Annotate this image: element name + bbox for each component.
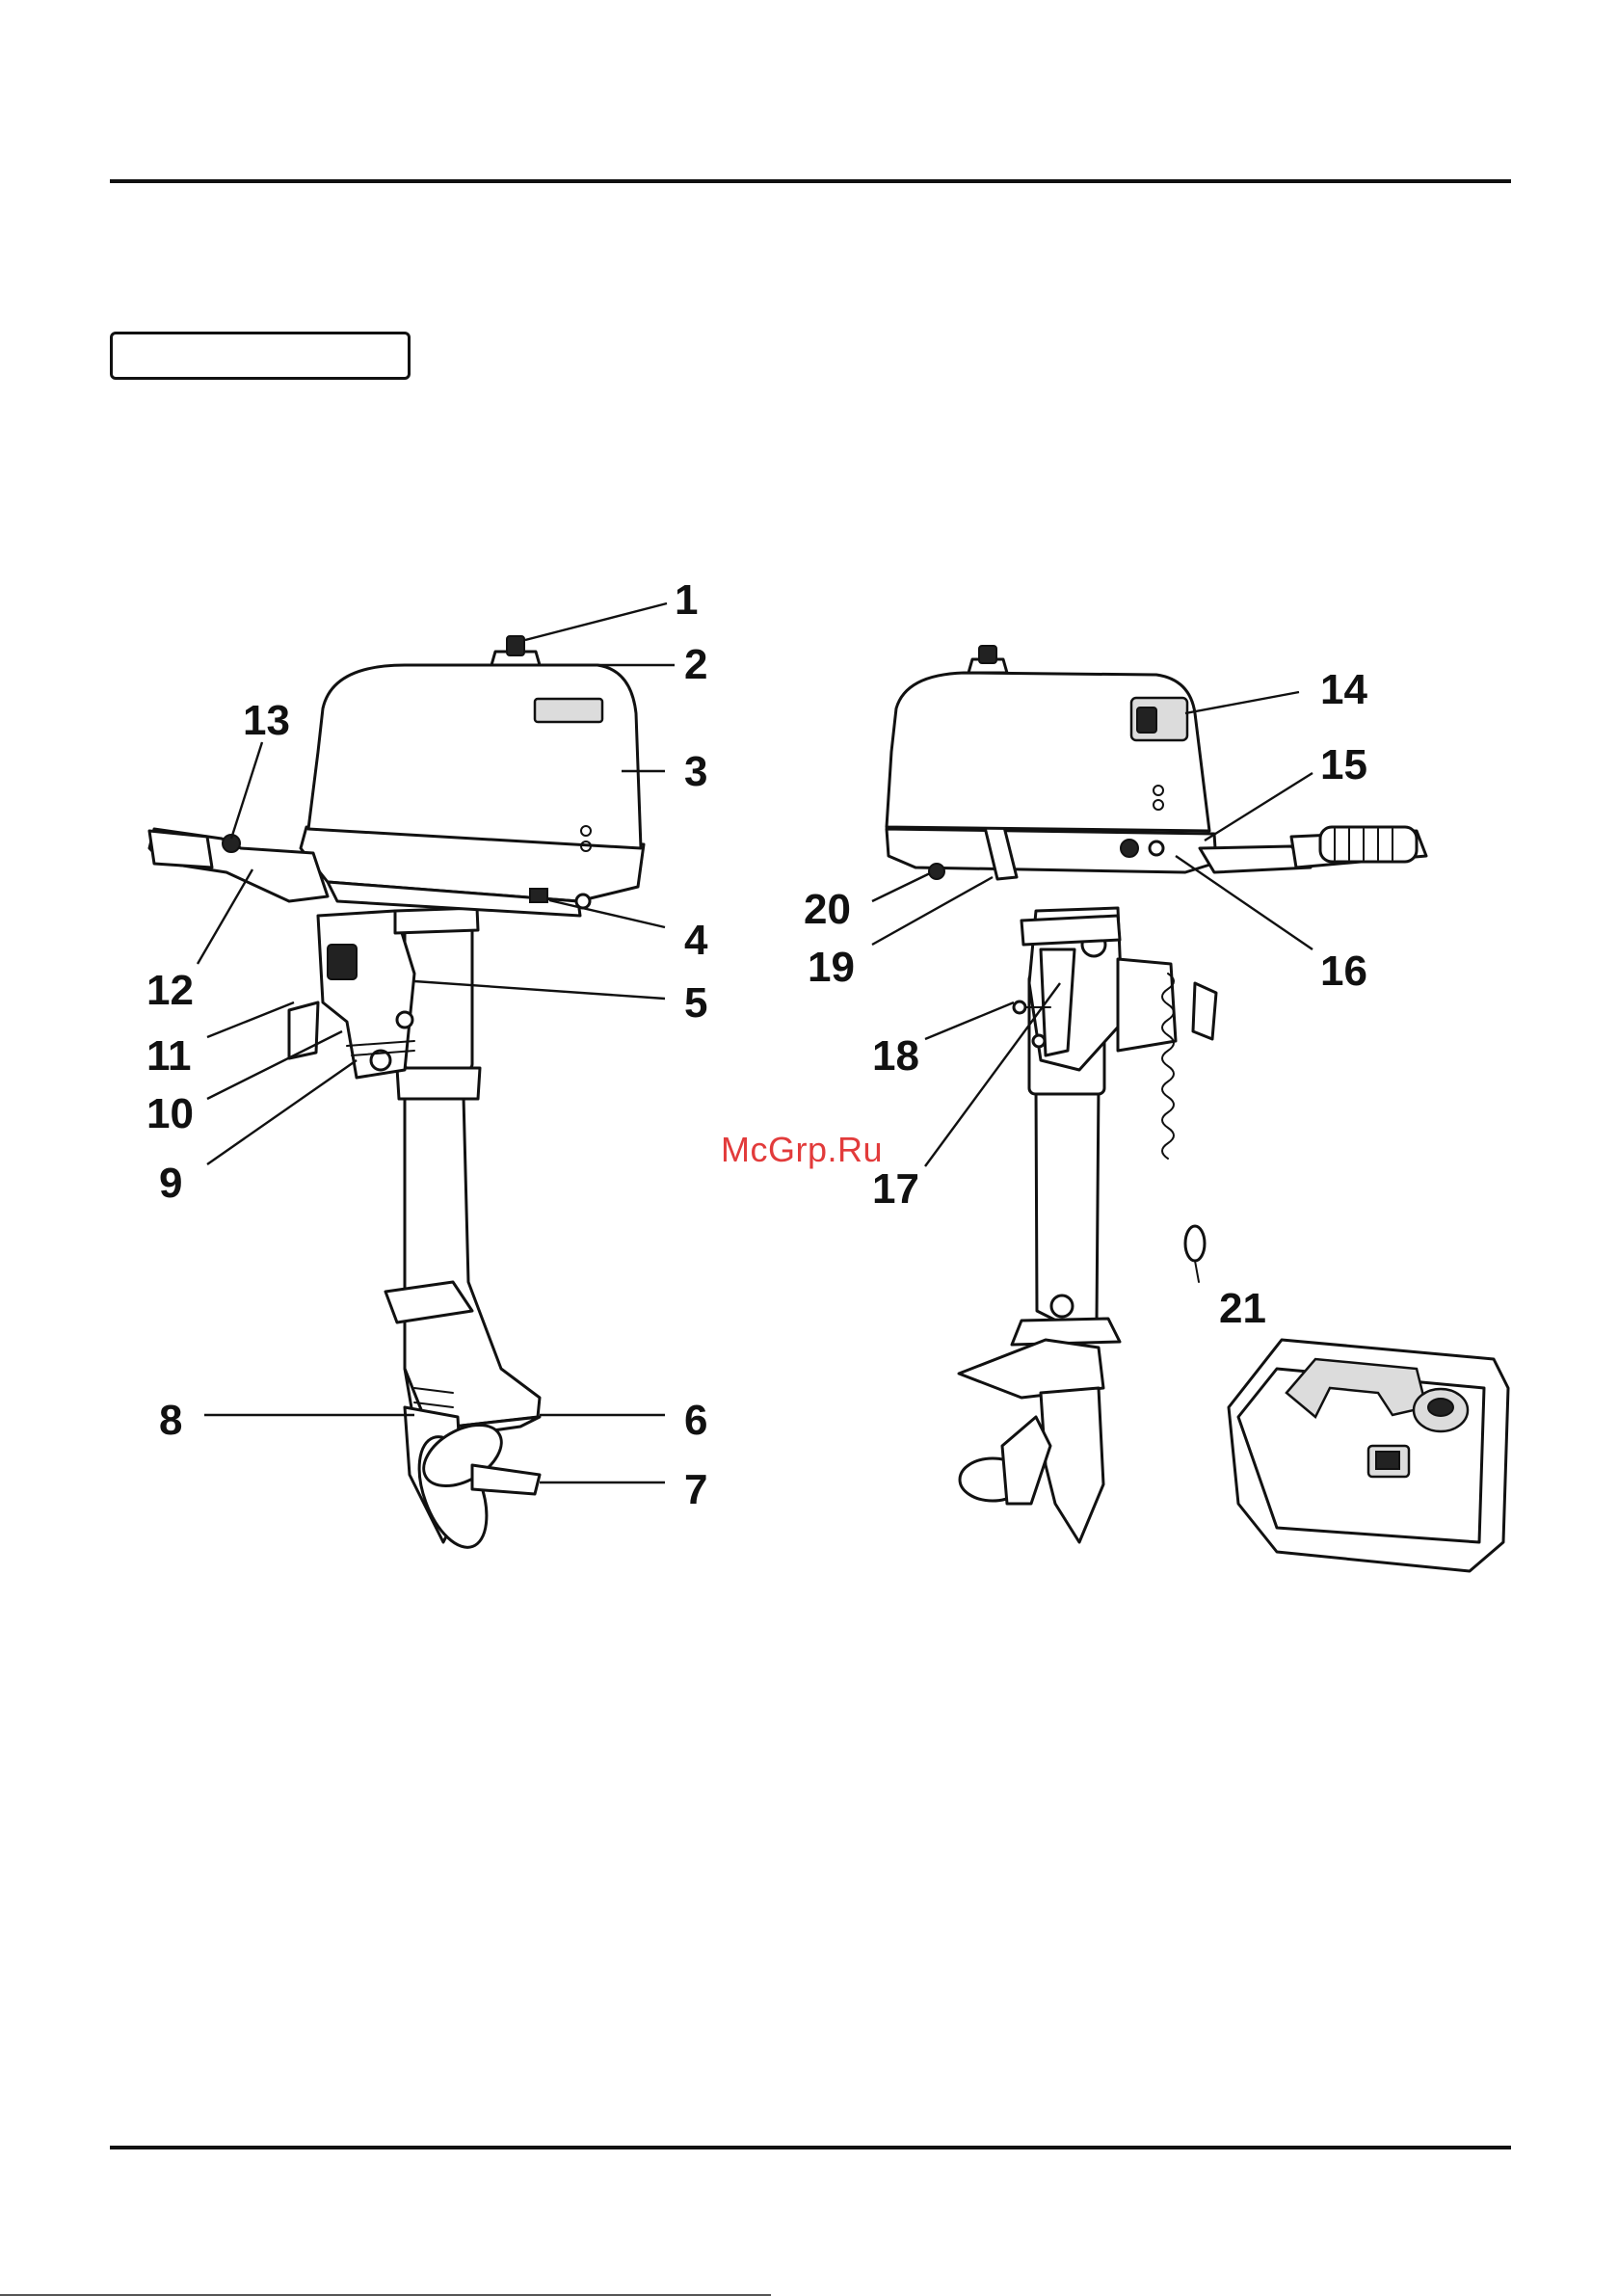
left-rubber-mount	[397, 1068, 480, 1099]
leader-12	[198, 869, 252, 964]
callout-11: 11	[146, 1032, 192, 1080]
callout-14: 14	[1320, 666, 1367, 713]
callout-20: 20	[804, 886, 851, 933]
left-tiller-grip	[149, 831, 212, 868]
callout-15: 15	[1320, 741, 1367, 788]
portable-fuel-tank-illustration	[1229, 1340, 1508, 1571]
right-clamp-handle	[1193, 983, 1216, 1039]
left-propeller-hub	[472, 1465, 540, 1494]
leader-13	[231, 742, 262, 839]
right-tilt-pin	[1014, 1001, 1025, 1013]
leader-14	[1185, 692, 1299, 713]
callout-19: 19	[808, 944, 855, 991]
left-top-cowling	[308, 665, 641, 848]
callout-8: 8	[159, 1397, 182, 1444]
callout-5: 5	[684, 979, 707, 1027]
callout-13: 13	[243, 697, 290, 744]
left-motor-illustration	[149, 636, 644, 1557]
leader-20	[872, 873, 930, 901]
watermark-text: McGrp.Ru	[721, 1130, 883, 1170]
callout-3: 3	[684, 748, 707, 795]
bottom-rule	[110, 2146, 1511, 2149]
left-lower-leg	[405, 1060, 540, 1427]
right-fuel-tank-cap	[979, 646, 996, 663]
leader-18	[925, 1002, 1014, 1039]
callout-9: 9	[159, 1160, 182, 1207]
left-shaft-housing	[405, 925, 472, 1070]
right-lower-leg	[1036, 1084, 1099, 1322]
left-fuel-tank-cap	[507, 636, 524, 655]
callout-12: 12	[146, 967, 194, 1014]
right-anti-cavitation-ring	[1012, 1319, 1120, 1345]
callout-7: 7	[684, 1466, 707, 1513]
right-choke-knob	[929, 864, 944, 879]
right-stop-switch	[1121, 840, 1138, 857]
right-top-cowling	[887, 673, 1209, 831]
callout-17: 17	[872, 1165, 919, 1213]
leader-1	[525, 603, 667, 640]
right-gearcase	[1041, 1388, 1103, 1542]
callout-16: 16	[1320, 948, 1367, 995]
callout-21: 21	[1219, 1285, 1266, 1332]
left-swivel-bracket	[395, 908, 478, 933]
callout-10: 10	[146, 1090, 194, 1137]
callout-2: 2	[684, 641, 707, 688]
callout-1: 1	[675, 576, 698, 624]
callout-6: 6	[684, 1397, 707, 1444]
leader-19	[872, 877, 993, 945]
left-cowling-vent	[535, 699, 602, 722]
leader-15	[1205, 773, 1313, 841]
leader-11	[207, 1002, 294, 1037]
leader-10	[207, 1031, 342, 1099]
callout-18: 18	[872, 1032, 919, 1080]
callout-4: 4	[684, 917, 708, 964]
leader-9	[207, 1060, 357, 1164]
